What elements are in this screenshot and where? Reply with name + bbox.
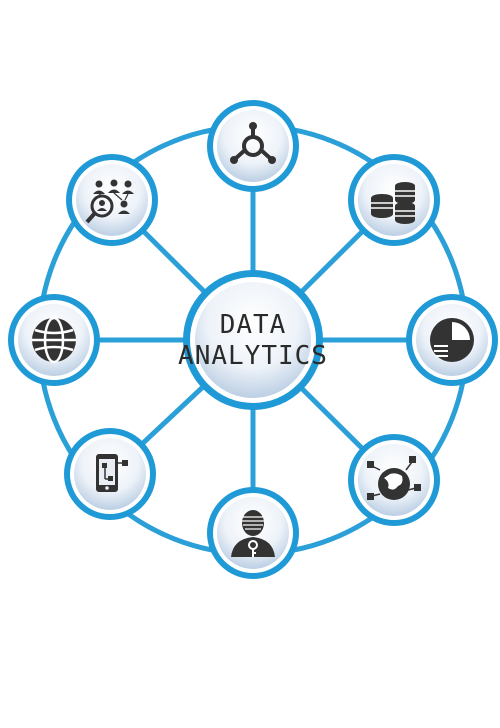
node-bottom-right bbox=[348, 434, 440, 526]
center-title-line1: DATA bbox=[220, 310, 287, 340]
globe-network-icon bbox=[367, 456, 421, 500]
pie-chart-icon bbox=[430, 318, 474, 362]
network-hub-icon bbox=[230, 122, 276, 164]
center-hub: DATA ANALYTICS bbox=[178, 270, 328, 410]
node-top-right bbox=[348, 154, 440, 246]
node-bottom-left bbox=[64, 428, 156, 520]
user-key-icon bbox=[231, 510, 275, 557]
tablet-flow-icon bbox=[96, 454, 128, 492]
node-top bbox=[207, 100, 299, 192]
node-bottom bbox=[207, 487, 299, 579]
user-search-icon bbox=[85, 179, 134, 224]
center-title-line2: ANALYTICS bbox=[178, 341, 328, 371]
node-left bbox=[8, 294, 100, 386]
node-top-left bbox=[66, 154, 158, 246]
globe-icon bbox=[32, 316, 76, 364]
database-coins-icon bbox=[371, 182, 415, 224]
node-right bbox=[406, 294, 498, 386]
